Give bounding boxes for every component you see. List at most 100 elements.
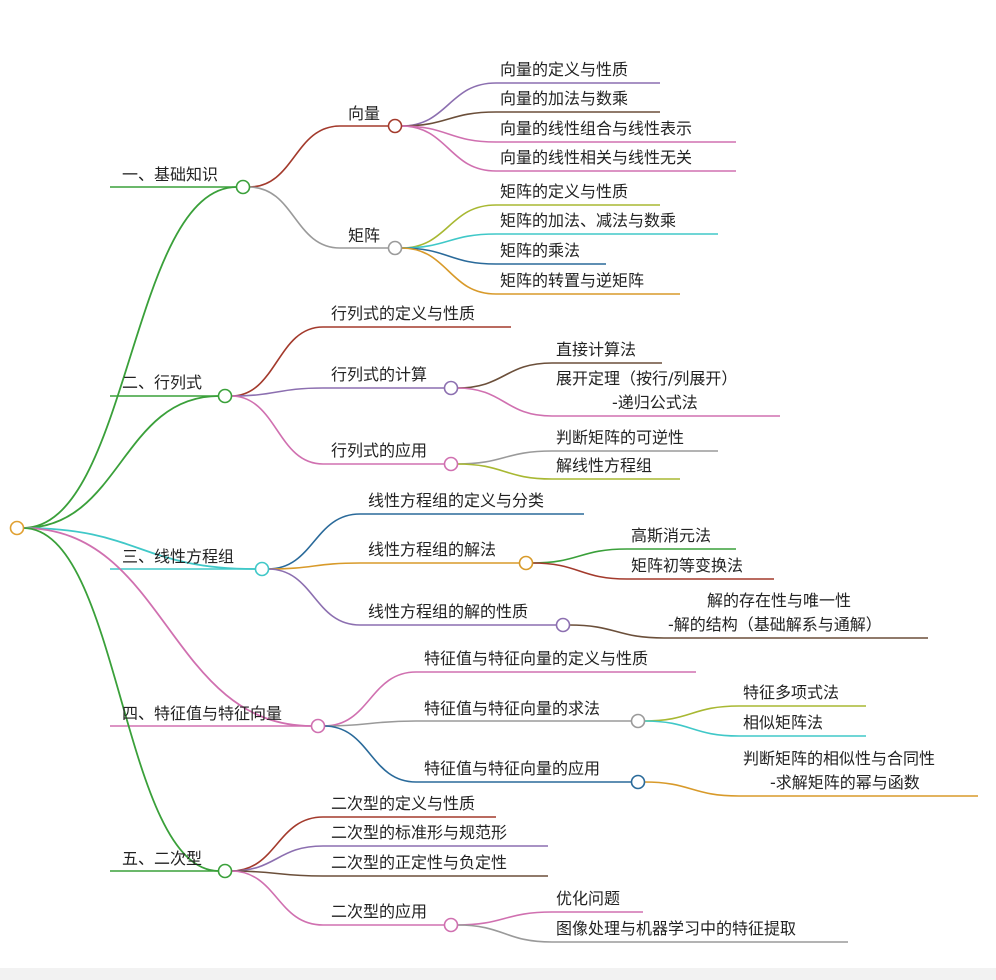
edge-leaf-1-1-3 <box>400 125 497 143</box>
edge-leaf-1-1-4 <box>400 125 497 172</box>
edge-topic-1-2 <box>248 186 341 249</box>
edge-topic-5-3 <box>230 870 324 877</box>
section-label-4: 四、特征值与特征向量 <box>122 704 282 723</box>
leaf-1-2-4-label: 矩阵的转置与逆矩阵 <box>500 271 644 290</box>
topic-1-2-label: 矩阵 <box>348 226 380 245</box>
topic-2-3-label: 行列式的应用 <box>331 441 427 460</box>
edge-section-4 <box>22 527 313 727</box>
topic-5-3-label: 二次型的正定性与负定性 <box>331 853 507 872</box>
topic-3-1-label: 线性方程组的定义与分类 <box>368 491 544 510</box>
topic-3-2-node[interactable] <box>518 555 534 571</box>
leaf-5-4-2-label: 图像处理与机器学习中的特征提取 <box>556 919 796 938</box>
section-node-3[interactable] <box>254 561 270 577</box>
edge-topic-4-3 <box>323 725 417 783</box>
leaf-4-3-1-label-line-2: -求解矩阵的幂与函数 <box>770 773 920 792</box>
topic-5-4-label: 二次型的应用 <box>331 902 427 921</box>
edge-leaf-4-3-1 <box>643 781 740 797</box>
topic-4-3-label: 特征值与特征向量的应用 <box>424 759 600 778</box>
leaf-3-3-1-label-line-1: 解的存在性与唯一性 <box>707 591 851 610</box>
topic-3-2-label: 线性方程组的解法 <box>368 540 496 559</box>
leaf-3-3-1-label-line-2: -解的结构（基础解系与通解） <box>668 615 882 634</box>
leaf-1-2-2-label: 矩阵的加法、减法与数乘 <box>500 211 676 230</box>
section-node-5[interactable] <box>217 863 233 879</box>
topic-5-4-node[interactable] <box>443 917 459 933</box>
edge-section-1 <box>22 186 238 529</box>
topic-3-3-label: 线性方程组的解的性质 <box>368 602 528 621</box>
edge-topic-3-2 <box>267 562 361 570</box>
leaf-2-3-2-label: 解线性方程组 <box>556 456 652 475</box>
edge-leaf-4-2-1 <box>643 705 740 722</box>
edge-leaf-1-1-2 <box>400 111 497 127</box>
edge-leaf-2-2-2 <box>456 387 553 417</box>
edge-leaf-1-2-2 <box>400 233 497 249</box>
topic-1-1-node[interactable] <box>387 118 403 134</box>
edge-section-2 <box>22 395 220 529</box>
edge-leaf-2-2-1 <box>456 362 553 389</box>
mind-map-nodes: 一、基础知识 向量 向量的定义与性质向量的加法与数乘向量的线性组合与线性表示向量的线… <box>9 60 935 938</box>
leaf-1-2-3-label: 矩阵的乘法 <box>500 241 580 260</box>
leaf-3-2-1-label: 高斯消元法 <box>631 526 711 545</box>
topic-4-2-node[interactable] <box>630 713 646 729</box>
topic-5-1-label: 二次型的定义与性质 <box>331 794 475 813</box>
edge-leaf-1-1-1 <box>400 82 497 127</box>
leaf-1-2-1-label: 矩阵的定义与性质 <box>500 182 628 201</box>
edge-leaf-3-3-1 <box>568 624 665 639</box>
leaf-1-1-1-label: 向量的定义与性质 <box>500 60 628 79</box>
leaf-2-3-1-label: 判断矩阵的可逆性 <box>556 428 684 447</box>
edge-topic-4-1 <box>323 671 417 727</box>
edge-leaf-1-2-4 <box>400 247 497 295</box>
edge-topic-1-1 <box>248 125 341 188</box>
topic-1-1-label: 向量 <box>348 104 380 123</box>
topic-5-2-label: 二次型的标准形与规范形 <box>331 823 507 842</box>
topic-3-3-node[interactable] <box>555 617 571 633</box>
edge-leaf-4-2-2 <box>643 720 740 737</box>
edge-leaf-5-4-2 <box>456 924 553 943</box>
edge-leaf-3-2-2 <box>531 562 628 580</box>
section-label-1: 一、基础知识 <box>122 165 218 184</box>
leaf-3-2-2-label: 矩阵初等变换法 <box>631 556 743 575</box>
leaf-1-1-4-label: 向量的线性相关与线性无关 <box>500 148 692 167</box>
leaf-2-2-2-label-line-1: 展开定理（按行/列展开） <box>556 369 737 388</box>
leaf-4-3-1-label-line-1: 判断矩阵的相似性与合同性 <box>743 749 935 768</box>
root-node[interactable] <box>9 520 25 536</box>
edge-leaf-1-2-1 <box>400 204 497 249</box>
bottom-strip <box>0 968 996 980</box>
leaf-2-2-1-label: 直接计算法 <box>556 340 636 359</box>
leaf-4-2-1-label: 特征多项式法 <box>743 683 839 702</box>
topic-1-2-node[interactable] <box>387 240 403 256</box>
section-node-2[interactable] <box>217 388 233 404</box>
section-node-4[interactable] <box>310 718 326 734</box>
edge-leaf-2-3-2 <box>456 463 553 480</box>
topic-2-3-node[interactable] <box>443 456 459 472</box>
edge-topic-3-3 <box>267 568 361 626</box>
edge-section-5 <box>22 527 220 872</box>
edge-leaf-2-3-1 <box>456 450 553 465</box>
topic-4-3-node[interactable] <box>630 774 646 790</box>
edge-topic-2-2 <box>230 387 324 397</box>
section-label-2: 二、行列式 <box>122 373 202 392</box>
leaf-2-2-2-label-line-2: -递归公式法 <box>612 393 698 412</box>
topic-2-1-label: 行列式的定义与性质 <box>331 304 475 323</box>
topic-4-2-label: 特征值与特征向量的求法 <box>424 699 600 718</box>
edge-topic-2-1 <box>230 326 324 397</box>
topic-2-2-node[interactable] <box>443 380 459 396</box>
edge-topic-5-4 <box>230 870 324 926</box>
topic-4-1-label: 特征值与特征向量的定义与性质 <box>424 649 648 668</box>
topic-2-2-label: 行列式的计算 <box>331 365 427 384</box>
edge-topic-5-2 <box>230 845 324 872</box>
edge-topic-4-2 <box>323 720 417 727</box>
edge-topic-5-1 <box>230 816 324 872</box>
mind-map-edges <box>22 82 978 943</box>
edge-section-3 <box>22 527 257 570</box>
edge-leaf-1-2-3 <box>400 247 497 265</box>
leaf-4-2-2-label: 相似矩阵法 <box>743 713 823 732</box>
edge-topic-3-1 <box>267 513 361 570</box>
section-node-1[interactable] <box>235 179 251 195</box>
leaf-1-1-3-label: 向量的线性组合与线性表示 <box>500 119 692 138</box>
section-label-3: 三、线性方程组 <box>122 547 234 566</box>
leaf-1-1-2-label: 向量的加法与数乘 <box>500 89 628 108</box>
leaf-5-4-1-label: 优化问题 <box>556 889 620 908</box>
edge-leaf-5-4-1 <box>456 911 553 926</box>
edge-leaf-3-2-1 <box>531 548 628 564</box>
